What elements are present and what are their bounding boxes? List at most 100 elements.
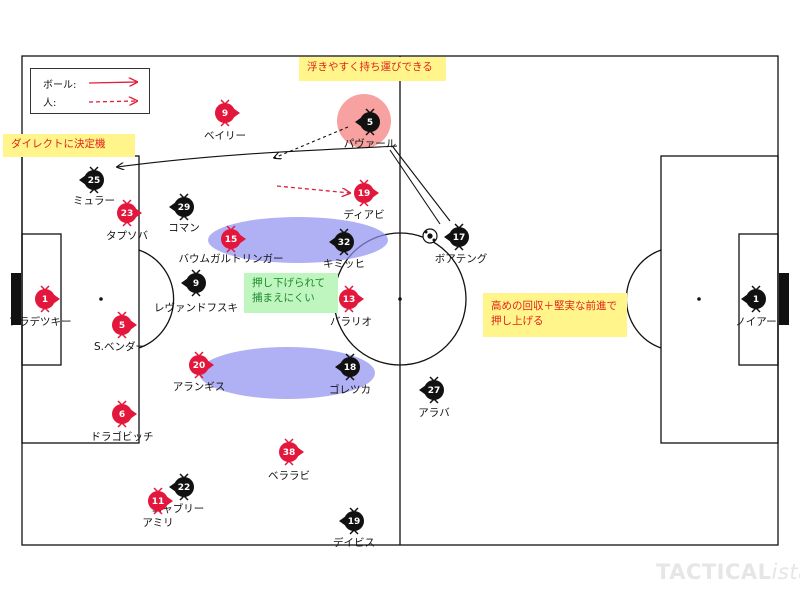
player-number: 23	[121, 209, 134, 219]
watermark-main: TACTICAL	[656, 560, 772, 584]
player-name: ドラゴビッチ	[91, 430, 154, 443]
player-direction-icon	[169, 482, 176, 492]
player-marker-icon	[112, 315, 132, 335]
player-direction-icon	[130, 320, 137, 330]
player-name: S.ベンダー	[94, 340, 146, 353]
player-number: 25	[88, 176, 101, 186]
player-direction-icon	[207, 360, 214, 370]
player-direction-icon	[339, 516, 346, 526]
player-marker-icon	[112, 404, 132, 424]
player-marker-icon	[117, 203, 137, 223]
player-marker-icon	[279, 442, 299, 462]
player-marker-icon	[215, 103, 235, 123]
player-marker-icon	[424, 380, 444, 400]
player-direction-icon	[741, 294, 748, 304]
player-number: 20	[193, 361, 206, 371]
midfield-zone-lower	[199, 347, 375, 399]
player-number: 11	[152, 497, 165, 507]
note-direct-chance-text: ダイレクトに決定機	[11, 138, 106, 150]
player-number: 15	[225, 235, 238, 245]
player-marker-icon	[339, 289, 359, 309]
player-red-19-5: 19 ディアビ	[343, 179, 385, 221]
legend-arrows	[88, 69, 151, 115]
player-number: 27	[428, 386, 441, 396]
left-goal	[11, 273, 21, 325]
player-number: 19	[358, 189, 371, 199]
player-name: コマン	[168, 222, 200, 234]
player-direction-icon	[53, 294, 60, 304]
player-name: アランギス	[173, 381, 226, 393]
player-number: 18	[344, 363, 357, 373]
player-direction-icon	[239, 234, 246, 244]
player-name: パヴァール	[344, 137, 397, 150]
player-marker-icon	[148, 491, 168, 511]
player-name: キミッヒ	[323, 258, 365, 270]
player-direction-icon	[233, 108, 240, 118]
player-red-23-3: 23 タプソバ	[106, 199, 148, 242]
player-marker-icon	[354, 183, 374, 203]
player-name: ボアテング	[435, 252, 488, 265]
arrow-legend: ボール: 人:	[30, 68, 150, 114]
player-number: 29	[178, 203, 191, 213]
player-marker-icon	[35, 289, 55, 309]
player-name: ベララビ	[268, 470, 310, 482]
player-marker-icon	[189, 355, 209, 375]
player-name: ディアビ	[343, 208, 384, 221]
legend-person-label: 人:	[43, 98, 57, 109]
player-direction-icon	[135, 208, 142, 218]
player-black-1-12: 1 ノイアー	[735, 285, 777, 328]
player-number: 1	[753, 295, 759, 305]
player-red-20-14: 20 アランギス	[173, 351, 226, 393]
right-goal-area	[738, 233, 779, 366]
left-goal-area	[21, 233, 62, 366]
player-number: 1	[42, 295, 48, 305]
player-name: アミリ	[142, 517, 173, 529]
player-black-29-4: 29 コマン	[168, 193, 200, 234]
note-pushed-back: 押し下げられて 捕まえにくい	[244, 273, 338, 313]
player-marker-icon	[174, 477, 194, 497]
tacticalista-watermark: TACTICALista	[656, 560, 800, 584]
note-high-recovery-line1: 高めの回収＋堅実な前進で	[491, 300, 617, 312]
player-name: ノイアー	[735, 316, 776, 328]
player-red-15-6: 15 バウムガルトリンガー	[179, 225, 284, 265]
player-name: レヴァンドフスキ	[154, 301, 238, 314]
legend-ball-label: ボール:	[43, 80, 77, 91]
pavard-run-arrow	[274, 126, 349, 158]
note-high-recovery-line2: 押し上げる	[491, 315, 544, 327]
note-pushed-back-line2: 捕まえにくい	[252, 292, 315, 304]
boateng-pass-line-a	[392, 146, 451, 222]
player-marker-icon	[746, 289, 766, 309]
player-marker-icon	[221, 229, 241, 249]
player-marker-icon	[340, 357, 360, 377]
player-direction-icon	[169, 202, 176, 212]
player-direction-icon	[355, 117, 362, 127]
right-penalty-arc	[625, 249, 662, 349]
player-name: フラデツキー	[9, 315, 72, 328]
legend-person-arrow	[88, 101, 137, 102]
player-direction-icon	[130, 409, 137, 419]
player-name: ベイリー	[204, 130, 246, 142]
player-marker-icon	[360, 112, 380, 132]
left-penalty-arc	[138, 249, 175, 349]
player-marker-icon	[334, 232, 354, 252]
ball-icon	[422, 228, 438, 244]
player-direction-icon	[372, 188, 379, 198]
player-red-6-17: 6 ドラゴビッチ	[91, 400, 154, 443]
left-penalty-spot	[99, 297, 103, 301]
note-float-carry-text: 浮きやすく持ち運びできる	[307, 61, 433, 73]
player-name: タプソバ	[106, 230, 148, 242]
right-penalty-spot	[697, 297, 701, 301]
player-name: ミュラー	[73, 195, 115, 207]
player-direction-icon	[329, 237, 336, 247]
center-spot	[398, 297, 402, 301]
player-marker-icon	[174, 197, 194, 217]
player-number: 6	[119, 410, 125, 420]
player-name: バウムガルトリンガー	[179, 253, 284, 265]
player-name: バラリオ	[330, 316, 372, 328]
player-number: 38	[283, 448, 296, 458]
